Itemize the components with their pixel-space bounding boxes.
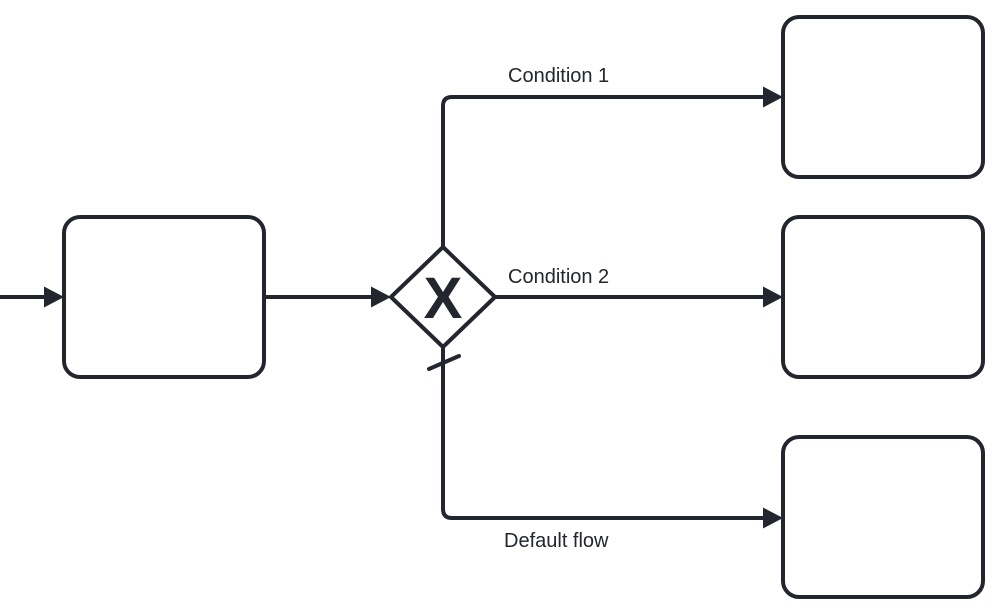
exclusive-gateway-shape[interactable] xyxy=(389,245,497,349)
arrowhead-default-flow xyxy=(763,507,783,529)
edge-label-condition2: Condition 2 xyxy=(508,266,609,288)
arrowhead-task-to-gateway xyxy=(371,286,391,308)
arrowhead-incoming xyxy=(44,286,64,308)
default-flow-slash-marker xyxy=(427,354,461,371)
edge-label-default-flow: Default flow xyxy=(504,530,609,552)
task-node-top-right[interactable] xyxy=(781,15,985,179)
task-node-middle-right[interactable] xyxy=(781,215,985,379)
task-node-left[interactable] xyxy=(62,215,266,379)
sequence-flow-default[interactable] xyxy=(441,347,764,520)
sequence-flow-condition1[interactable] xyxy=(441,95,764,247)
arrowhead-condition2 xyxy=(763,286,783,308)
exclusive-gateway-x-marker: X xyxy=(424,266,463,331)
task-node-bottom-right[interactable] xyxy=(781,435,985,599)
arrowhead-condition1 xyxy=(763,86,783,108)
edge-label-condition1: Condition 1 xyxy=(508,65,609,87)
